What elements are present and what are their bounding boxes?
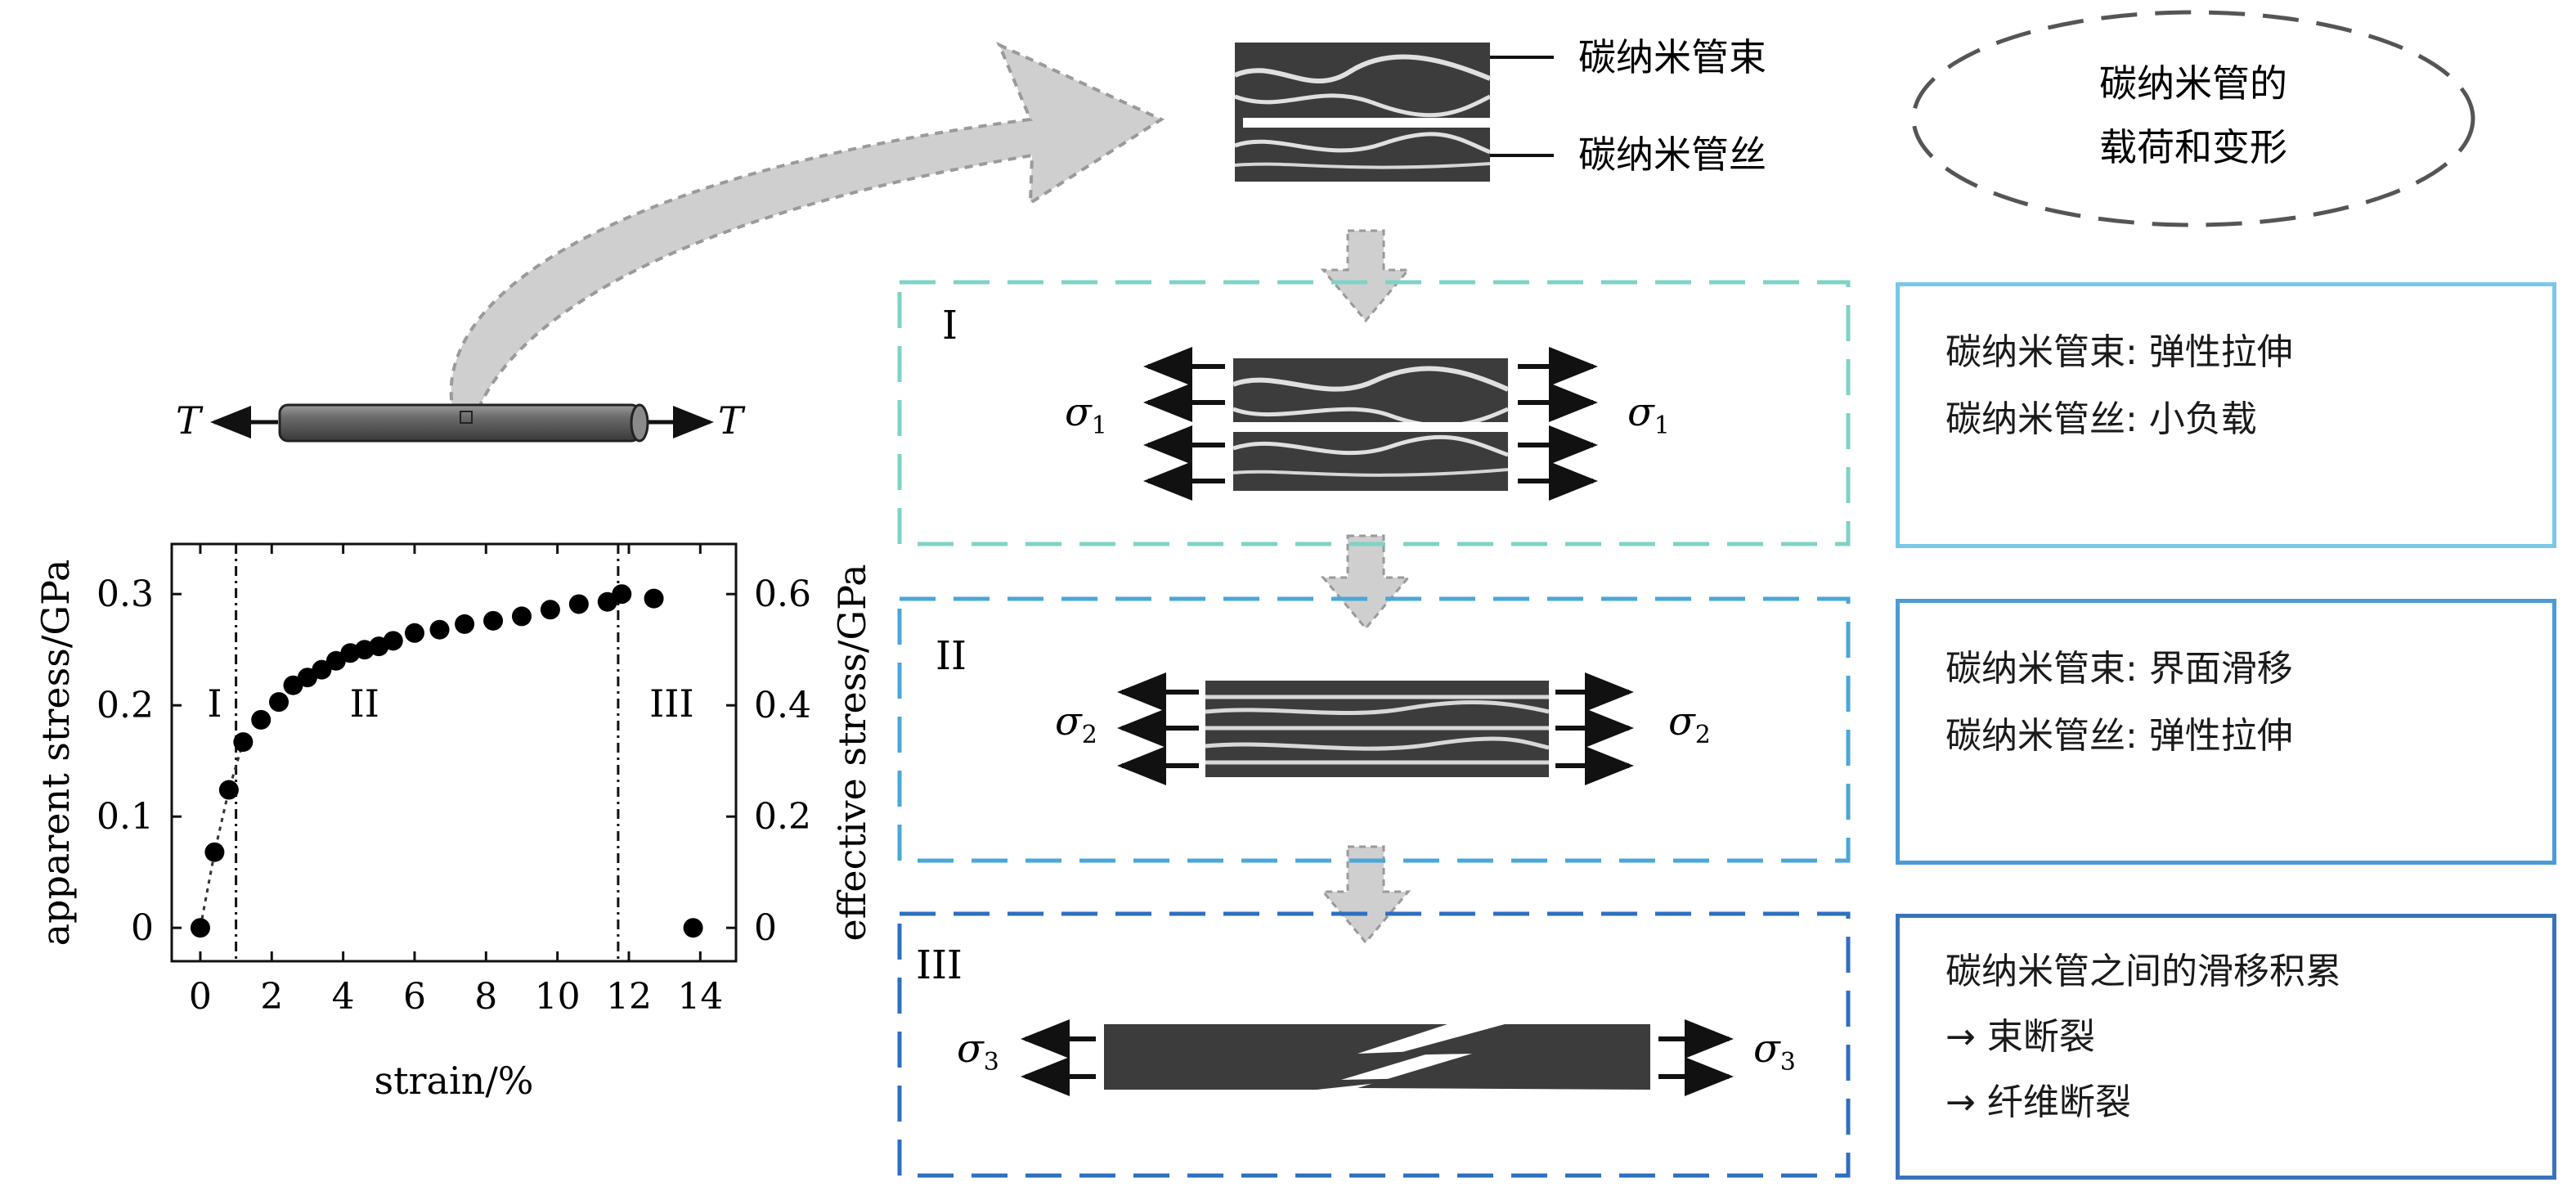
- bundle-label: 碳纳米管束: [1578, 35, 1766, 79]
- y-tick-label: 0: [131, 907, 154, 949]
- stage-2-roman: II: [936, 633, 967, 679]
- stage-2-sigma-right: σ2: [1668, 699, 1711, 749]
- stage-1-bundle: σ1 σ1: [1065, 347, 1670, 501]
- load-deformation-ellipse: 碳纳米管的 载荷和变形: [1911, 10, 2475, 227]
- initial-trend-line: [199, 741, 245, 928]
- data-point: [455, 614, 475, 634]
- stage-1-roman: I: [942, 303, 958, 348]
- ellipse-line-2: 载荷和变形: [2099, 125, 2287, 169]
- data-point: [204, 842, 225, 862]
- x-tick-label: 12: [606, 976, 652, 1018]
- stage-1-frame: [897, 280, 1851, 546]
- stage-2-line-1: 碳纳米管束: 界面滑移: [1945, 648, 2293, 690]
- data-point: [233, 732, 254, 753]
- stage-3-description: 碳纳米管之间的滑移积累 → 束断裂 → 纤维断裂: [1896, 914, 2556, 1180]
- data-point: [190, 918, 210, 938]
- x-tick-label: 0: [189, 976, 212, 1018]
- filament-label: 碳纳米管丝: [1578, 133, 1766, 177]
- flow-arrows: [1320, 229, 1411, 945]
- stage-3-sigma-left: σ3: [957, 1026, 999, 1077]
- stage-2-line-2: 碳纳米管丝: 弹性拉伸: [1945, 715, 2293, 757]
- x-tick-label: 6: [403, 976, 426, 1018]
- fiber-rod: T T: [176, 398, 746, 443]
- stage-1-sigma-right: σ1: [1627, 389, 1670, 440]
- tension-label-left: T: [176, 398, 204, 443]
- x-tick-label: 2: [260, 976, 283, 1018]
- data-point: [218, 780, 239, 800]
- stage-1-sigma-left: σ1: [1065, 389, 1107, 440]
- x-tick-label: 8: [474, 976, 497, 1018]
- chart-ylabel: apparent stress/GPa: [34, 560, 78, 946]
- data-point: [483, 610, 504, 631]
- tension-label-right: T: [718, 398, 746, 443]
- data-point: [612, 584, 632, 605]
- chart-frame: [170, 542, 738, 963]
- stage-3-roman: III: [916, 942, 963, 988]
- y2-tick-label: 0.2: [754, 796, 811, 838]
- data-point: [383, 631, 403, 651]
- data-point: [404, 623, 424, 643]
- region-label: I: [207, 681, 222, 726]
- flow-arrow-2: [1320, 534, 1411, 631]
- region-label: II: [350, 681, 379, 726]
- data-point: [568, 594, 589, 614]
- x-tick-label: 10: [535, 976, 581, 1018]
- stage-1-line-2: 碳纳米管丝: 小负载: [1945, 398, 2257, 440]
- stage-1-line-1: 碳纳米管束: 弹性拉伸: [1945, 331, 2293, 373]
- zoom-arrow: [449, 42, 1165, 416]
- x-tick-label: 14: [677, 976, 723, 1018]
- data-point: [644, 588, 664, 609]
- stage-3-line-3: → 纤维断裂: [1945, 1081, 2131, 1123]
- data-point: [251, 709, 272, 730]
- y2-tick-label: 0: [754, 907, 777, 949]
- stage-2-bundle: σ2 σ2: [1055, 672, 1711, 785]
- y2-tick-label: 0.6: [754, 573, 811, 615]
- chart-y2label: effective stress/GPa: [830, 564, 874, 942]
- flow-arrow-1: [1320, 229, 1411, 323]
- stage-2-sigma-left: σ2: [1055, 699, 1097, 749]
- stage-1-description: 碳纳米管束: 弹性拉伸 碳纳米管丝: 小负载: [1896, 282, 2556, 548]
- y-tick-label: 0.2: [96, 685, 154, 726]
- y-tick-label: 0.3: [96, 573, 154, 615]
- x-tick-label: 4: [332, 976, 355, 1018]
- data-point: [429, 619, 450, 640]
- data-point: [312, 659, 332, 680]
- stage-2-frame: [897, 596, 1851, 863]
- data-point: [511, 606, 532, 627]
- cnt-bundle-illustration: 碳纳米管束 碳纳米管丝: [1233, 35, 1766, 182]
- y2-tick-label: 0.4: [754, 685, 811, 726]
- stage-3-frame: [897, 911, 1851, 1178]
- y-tick-label: 0.1: [96, 796, 154, 838]
- stage-3-sigma-right: σ3: [1753, 1026, 1796, 1077]
- flow-arrow-3: [1320, 845, 1411, 945]
- stage-2-description: 碳纳米管束: 界面滑移 碳纳米管丝: 弹性拉伸: [1896, 599, 2556, 865]
- ellipse-line-1: 碳纳米管的: [2099, 61, 2287, 106]
- region-label: III: [649, 681, 694, 726]
- stage-3-broken-bundle: σ3 σ3: [957, 1019, 1796, 1096]
- stress-strain-chart: apparent stress/GPa effective stress/GPa…: [34, 542, 874, 1103]
- data-point: [540, 600, 560, 620]
- stage-3-line-1: 碳纳米管之间的滑移积累: [1945, 951, 2341, 992]
- chart-xlabel: strain/%: [374, 1059, 533, 1103]
- data-point: [683, 918, 703, 938]
- stage-3-line-2: → 束断裂: [1945, 1016, 2095, 1058]
- data-point: [269, 692, 289, 713]
